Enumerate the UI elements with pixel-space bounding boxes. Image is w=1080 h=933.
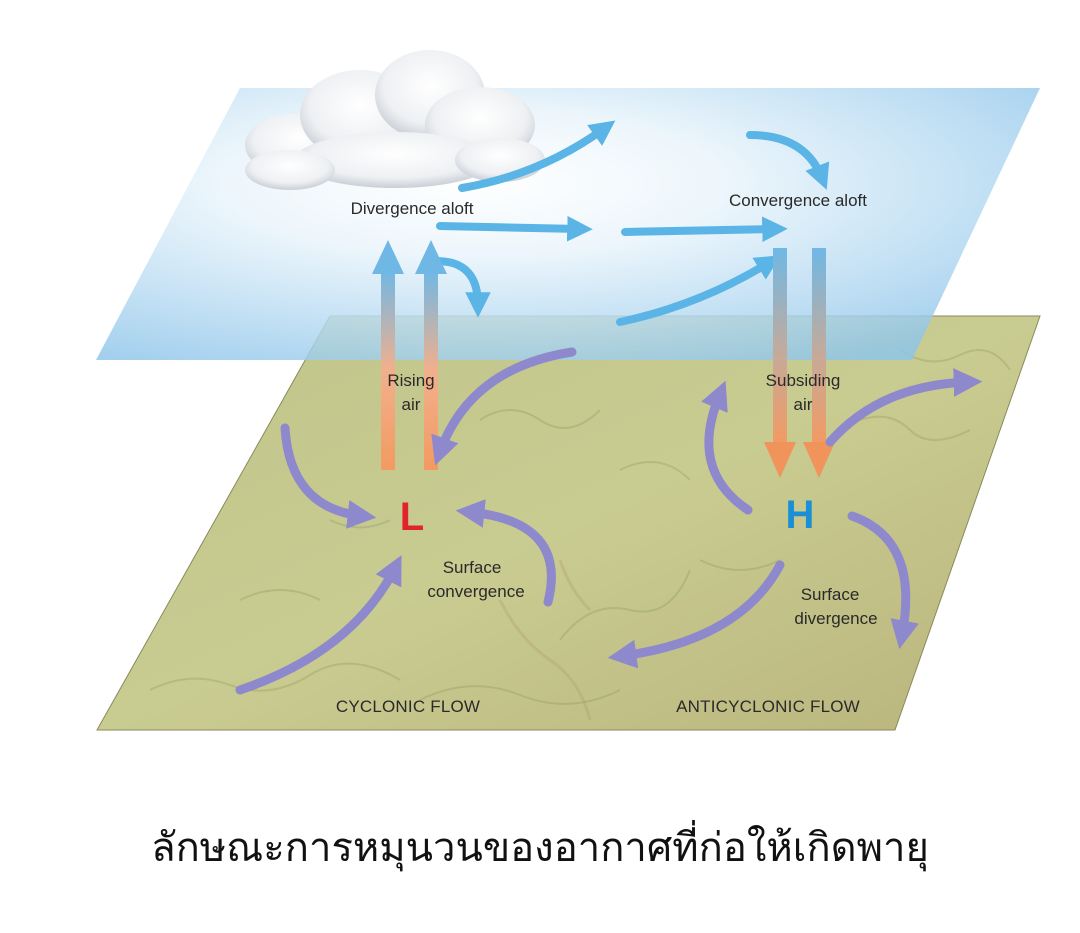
divergence-aloft-label: Divergence aloft xyxy=(351,199,474,218)
ground-plane xyxy=(96,315,1041,731)
rising-air-label-line1: Rising xyxy=(387,371,434,390)
arrow-anti-3 xyxy=(847,511,919,650)
surface-divergence-label-line2: divergence xyxy=(794,609,877,628)
arrow-cyc-4 xyxy=(235,555,402,695)
convergence-aloft-label: Convergence aloft xyxy=(729,191,867,210)
cyclonic-flow-label: CYCLONIC FLOW xyxy=(336,697,480,716)
arrow-cyc-1 xyxy=(280,423,377,529)
cyclonic-flow-arrows xyxy=(235,347,577,695)
arrow-anti-1 xyxy=(701,380,753,515)
upper-plane xyxy=(96,88,1040,360)
arrow-div-up-right xyxy=(458,120,616,192)
arrow-div-right xyxy=(436,215,593,242)
subsiding-air-arrows xyxy=(764,248,835,478)
arrow-mid-right xyxy=(621,216,788,243)
upper-flow-arrows xyxy=(421,120,830,326)
surface-convergence-label-line2: convergence xyxy=(427,582,524,601)
anticyclonic-flow-arrows xyxy=(607,368,983,669)
surface-convergence-label-line1: Surface xyxy=(443,558,502,577)
high-pressure-symbol: H xyxy=(786,493,815,537)
arrow-cyc-2 xyxy=(431,347,577,466)
subsiding-air-label-line1: Subsiding xyxy=(766,371,841,390)
surface-divergence-label-line1: Surface xyxy=(801,585,860,604)
low-pressure-symbol: L xyxy=(400,495,424,539)
arrow-anti-4 xyxy=(607,560,785,669)
arrow-low-right xyxy=(616,255,781,326)
arrow-conv-curl xyxy=(746,131,830,190)
cloud-icon xyxy=(245,50,545,190)
subsiding-air-label-line2: air xyxy=(794,395,813,414)
rising-air-label-line2: air xyxy=(402,395,421,414)
caption: ลักษณะการหมุนวนของอากาศที่ก่อให้เกิดพายุ xyxy=(151,825,929,871)
anticyclonic-flow-label: ANTICYCLONIC FLOW xyxy=(676,697,860,716)
rising-air-arrows xyxy=(372,240,447,470)
arrow-anti-2 xyxy=(825,368,983,447)
arrow-cyc-3 xyxy=(455,499,556,607)
